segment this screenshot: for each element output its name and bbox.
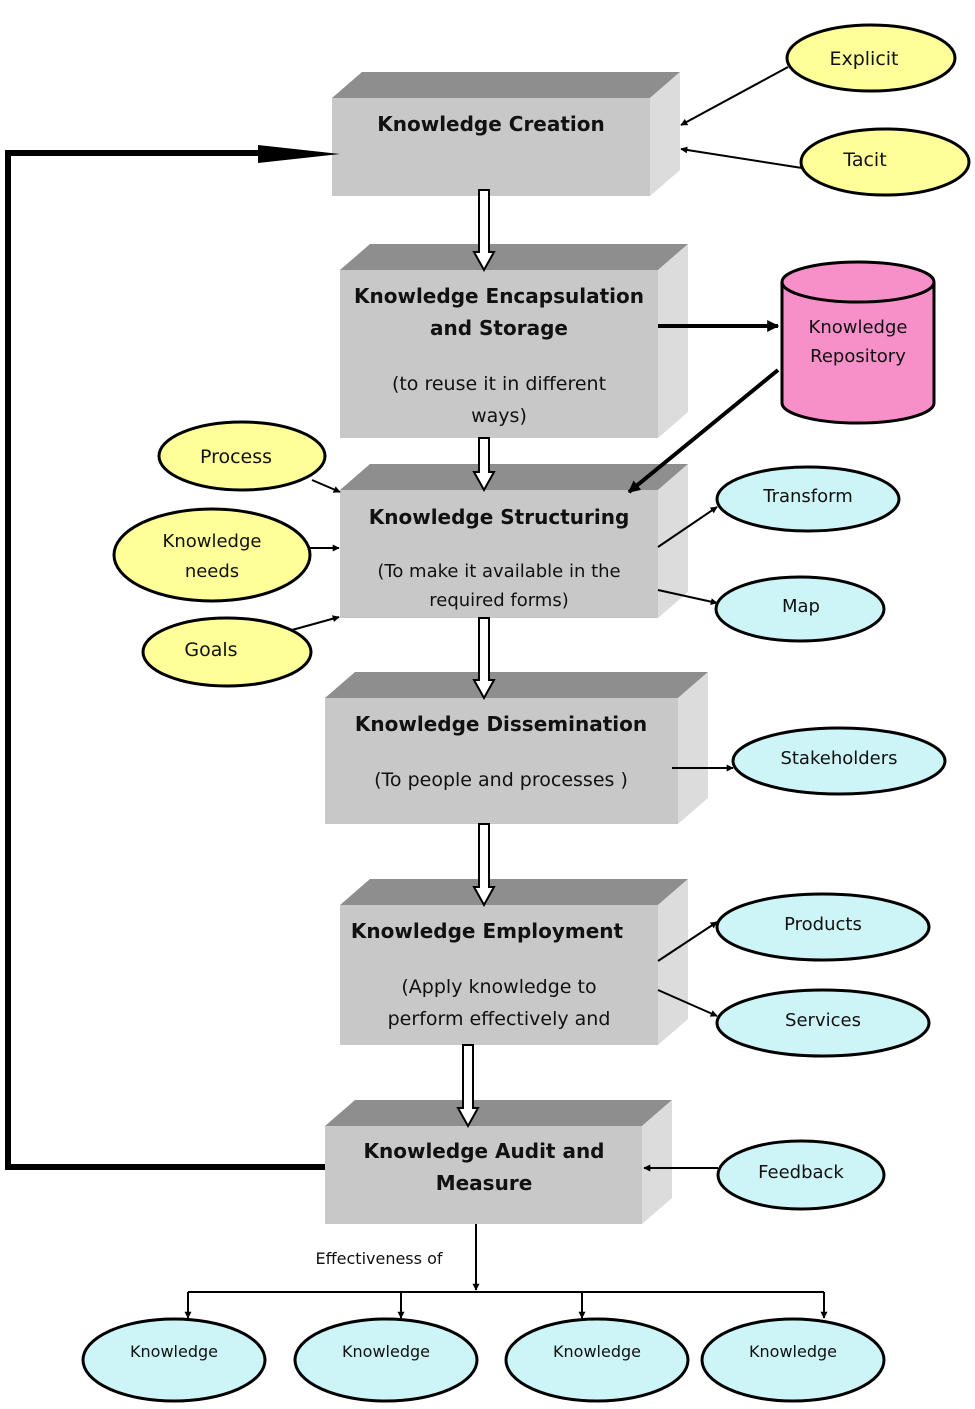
bottom-oval-4-label: Knowledge — [749, 1342, 837, 1361]
effectiveness-label: Effectiveness of — [316, 1249, 443, 1268]
stage-sub-structuring-line2: required forms) — [429, 590, 569, 611]
stage-box-creation: Knowledge Creation — [332, 72, 680, 196]
oval-transform: Transform — [715, 465, 901, 533]
stage-title-dissemination: Knowledge Dissemination — [355, 712, 647, 736]
stage-sub-employment-line2: perform effectively and — [388, 1008, 611, 1030]
flow-arrow-dissemination-to-employment — [472, 823, 496, 908]
stage-box-audit: Knowledge Audit and Measure — [325, 1100, 672, 1224]
flow-arrow-encapsulation-to-structuring — [472, 437, 496, 493]
flow-arrow-creation-to-encapsulation — [472, 189, 496, 273]
arrow-tacit-to-creation — [680, 146, 803, 169]
stage-title-audit-line2: Measure — [436, 1171, 533, 1195]
oval-goals: Goals — [141, 616, 313, 688]
oval-knowledge-needs: Knowledge needs — [112, 507, 312, 603]
bottom-oval-1-label: Knowledge — [130, 1342, 218, 1361]
bottom-oval-2-label: Knowledge — [342, 1342, 430, 1361]
arrow-process-to-structuring — [311, 479, 341, 493]
oval-feedback: Feedback — [716, 1139, 886, 1211]
oval-process: Process — [157, 420, 327, 492]
stage-title-encapsulation-line2: and Storage — [430, 316, 568, 340]
arrow-goals-to-structuring — [291, 615, 340, 631]
oval-stakeholders-label: Stakeholders — [780, 748, 897, 769]
oval-goals-label: Goals — [184, 639, 237, 661]
repository-label-line1: Knowledge — [809, 317, 908, 338]
stage-sub-structuring-line1: (To make it available in the — [377, 561, 620, 582]
arrow-structuring-to-map — [657, 589, 718, 606]
stage-sub-encapsulation-line1: (to reuse it in different — [392, 373, 606, 395]
stage-box-structuring: Knowledge Structuring (To make it availa… — [340, 464, 688, 618]
stage-box-dissemination: Knowledge Dissemination (To people and p… — [325, 672, 708, 824]
arrow-explicit-to-creation — [680, 66, 789, 126]
oval-transform-label: Transform — [762, 486, 853, 507]
stage-title-encapsulation-line1: Knowledge Encapsulation — [354, 284, 644, 308]
bottom-oval-3: Knowledge — [504, 1317, 690, 1403]
oval-tacit-label: Tacit — [842, 149, 886, 171]
bottom-oval-2: Knowledge — [293, 1317, 479, 1403]
stage-sub-dissemination: (To people and processes ) — [374, 769, 628, 791]
stage-sub-employment-line1: (Apply knowledge to — [401, 976, 596, 998]
oval-map-label: Map — [782, 596, 820, 617]
knowledge-repository-cylinder: Knowledge Repository — [780, 260, 936, 425]
stage-sub-encapsulation-line2: ways) — [471, 405, 527, 427]
oval-explicit-label: Explicit — [829, 48, 898, 70]
oval-knowledge-needs-line2: needs — [185, 561, 239, 582]
oval-products: Products — [715, 892, 931, 962]
oval-knowledge-needs-line1: Knowledge — [163, 531, 262, 552]
flow-arrow-structuring-to-dissemination — [472, 617, 496, 701]
oval-services-label: Services — [785, 1010, 861, 1031]
bottom-oval-4: Knowledge — [700, 1317, 886, 1403]
stage-title-creation: Knowledge Creation — [377, 112, 605, 136]
repository-label-line2: Repository — [810, 346, 906, 367]
bottom-oval-1: Knowledge — [81, 1317, 267, 1403]
oval-explicit: Explicit — [785, 23, 957, 93]
arrow-structuring-to-transform — [657, 506, 718, 548]
stage-title-employment: Knowledge Employment — [351, 919, 624, 943]
oval-tacit: Tacit — [799, 127, 971, 197]
stage-box-employment: Knowledge Employment (Apply knowledge to… — [340, 879, 688, 1045]
feedback-loop-arrowhead — [258, 145, 340, 163]
arrow-repository-to-structuring — [627, 368, 780, 494]
oval-map: Map — [714, 575, 886, 643]
stage-title-structuring: Knowledge Structuring — [369, 505, 630, 529]
oval-process-label: Process — [200, 446, 272, 468]
arrow-employment-to-services — [657, 989, 718, 1017]
arrow-employment-to-products — [657, 921, 718, 962]
oval-services: Services — [715, 988, 931, 1058]
stage-title-audit-line1: Knowledge Audit and — [364, 1139, 605, 1163]
feedback-loop-line — [5, 150, 325, 1170]
oval-stakeholders: Stakeholders — [731, 726, 947, 796]
oval-products-label: Products — [784, 914, 862, 935]
oval-feedback-label: Feedback — [758, 1162, 844, 1183]
bottom-oval-3-label: Knowledge — [553, 1342, 641, 1361]
flow-arrow-employment-to-audit — [456, 1044, 480, 1129]
stage-box-encapsulation: Knowledge Encapsulation and Storage (to … — [340, 244, 688, 438]
